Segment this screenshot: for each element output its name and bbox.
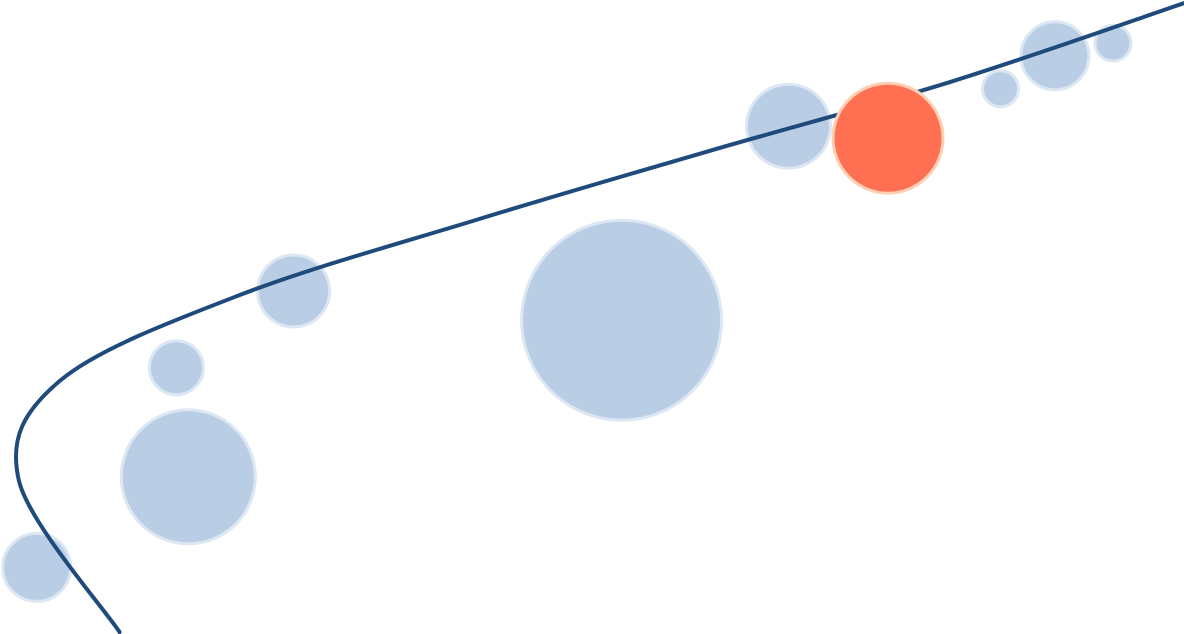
trend-line: [14, 1, 1184, 634]
bubble-point-6: [745, 82, 832, 170]
highlight-layer: [831, 81, 945, 195]
bubble-point-9: [1019, 20, 1091, 92]
bubble-point-4: [256, 253, 332, 329]
bubble-point-5: [520, 218, 724, 422]
bubble-point-10: [1093, 23, 1133, 63]
bubble-point-1: [1, 531, 73, 603]
highlighted-bubble: [831, 81, 945, 195]
bubble-point-8: [981, 69, 1020, 109]
bubble-point-3: [147, 339, 205, 397]
bubble-point-2: [119, 408, 257, 546]
bubble-layer: [1, 20, 1133, 603]
